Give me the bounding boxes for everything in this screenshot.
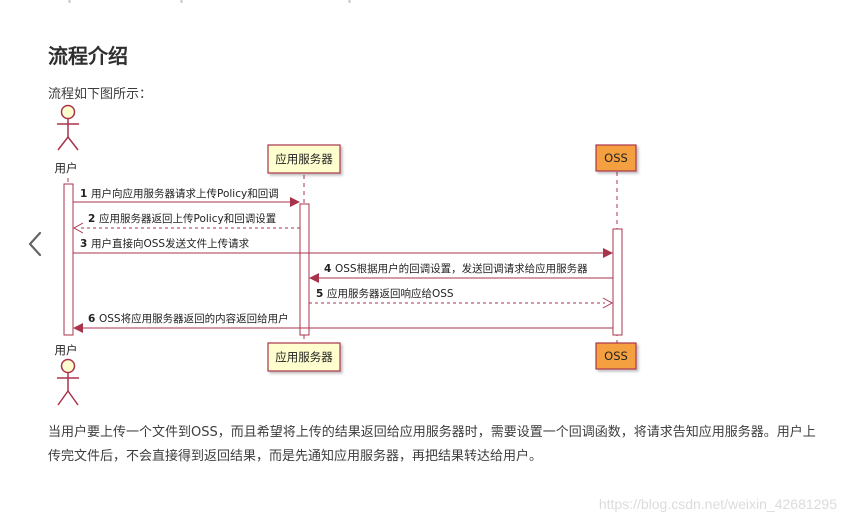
svg-text:应用服务器返回上传Policy和回调设置: 应用服务器返回上传Policy和回调设置 bbox=[99, 212, 276, 225]
svg-text:OSS根据用户的回调设置，发送回调请求给应用服务器: OSS根据用户的回调设置，发送回调请求给应用服务器 bbox=[335, 262, 588, 275]
actor-user-bottom bbox=[57, 358, 79, 406]
svg-text:应用服务器: 应用服务器 bbox=[275, 350, 333, 364]
watermark: https://blog.csdn.net/weixin_42681295 bbox=[598, 496, 837, 512]
svg-text:应用服务器返回响应给OSS: 应用服务器返回响应给OSS bbox=[327, 287, 454, 300]
chevron-left-icon bbox=[28, 231, 42, 257]
participant-app-server-bottom: 应用服务器 bbox=[267, 342, 341, 372]
prev-button[interactable] bbox=[20, 226, 50, 262]
svg-text:用户向应用服务器请求上传Policy和回调: 用户向应用服务器请求上传Policy和回调 bbox=[91, 187, 279, 200]
svg-text:应用服务器: 应用服务器 bbox=[275, 152, 333, 166]
svg-text:4: 4 bbox=[324, 263, 331, 275]
message-4: 4 OSS根据用户的回调设置，发送回调请求给应用服务器 bbox=[309, 262, 613, 283]
participant-user-bottom: 用户 bbox=[55, 343, 78, 357]
message-5: 5 应用服务器返回响应给OSS bbox=[309, 287, 614, 309]
svg-text:OSS: OSS bbox=[604, 151, 628, 165]
participant-app-server-top: 应用服务器 bbox=[267, 144, 341, 174]
message-3: 3 用户直接向OSS发送文件上传请求 bbox=[73, 237, 613, 258]
message-6: 6 OSS将应用服务器返回的内容返回给用户 bbox=[73, 312, 613, 333]
message-2: 2 应用服务器返回上传Policy和回调设置 bbox=[72, 212, 300, 234]
participant-oss-top: OSS bbox=[595, 144, 637, 172]
activation-user bbox=[63, 183, 74, 336]
svg-text:OSS将应用服务器返回的内容返回给用户: OSS将应用服务器返回的内容返回给用户 bbox=[99, 312, 289, 325]
description-text: 当用户要上传一个文件到OSS，而且希望将上传的结果返回给应用服务器时，需要设置一… bbox=[48, 425, 816, 464]
top-edge-marks bbox=[0, 0, 847, 8]
actor-user-top bbox=[57, 104, 79, 151]
svg-text:6: 6 bbox=[88, 313, 95, 325]
svg-text:5: 5 bbox=[316, 288, 323, 300]
intro-text: 流程如下图所示： bbox=[48, 87, 153, 102]
svg-text:1: 1 bbox=[80, 188, 87, 200]
svg-text:3: 3 bbox=[80, 238, 87, 250]
activation-oss bbox=[612, 228, 623, 336]
participant-oss-bottom: OSS bbox=[595, 342, 637, 370]
participant-user-top: 用户 bbox=[55, 161, 78, 175]
svg-text:OSS: OSS bbox=[604, 349, 628, 363]
message-1: 1 用户向应用服务器请求上传Policy和回调 bbox=[73, 187, 300, 207]
svg-text:2: 2 bbox=[88, 213, 95, 225]
activation-app-server bbox=[299, 203, 310, 336]
page-title: 流程介绍 bbox=[48, 44, 128, 68]
sequence-diagram: 用户 应用服务器 OSS 1 用户向应用服务器请求上传Policy和回调 2 应… bbox=[55, 104, 637, 406]
svg-text:用户直接向OSS发送文件上传请求: 用户直接向OSS发送文件上传请求 bbox=[91, 237, 250, 250]
